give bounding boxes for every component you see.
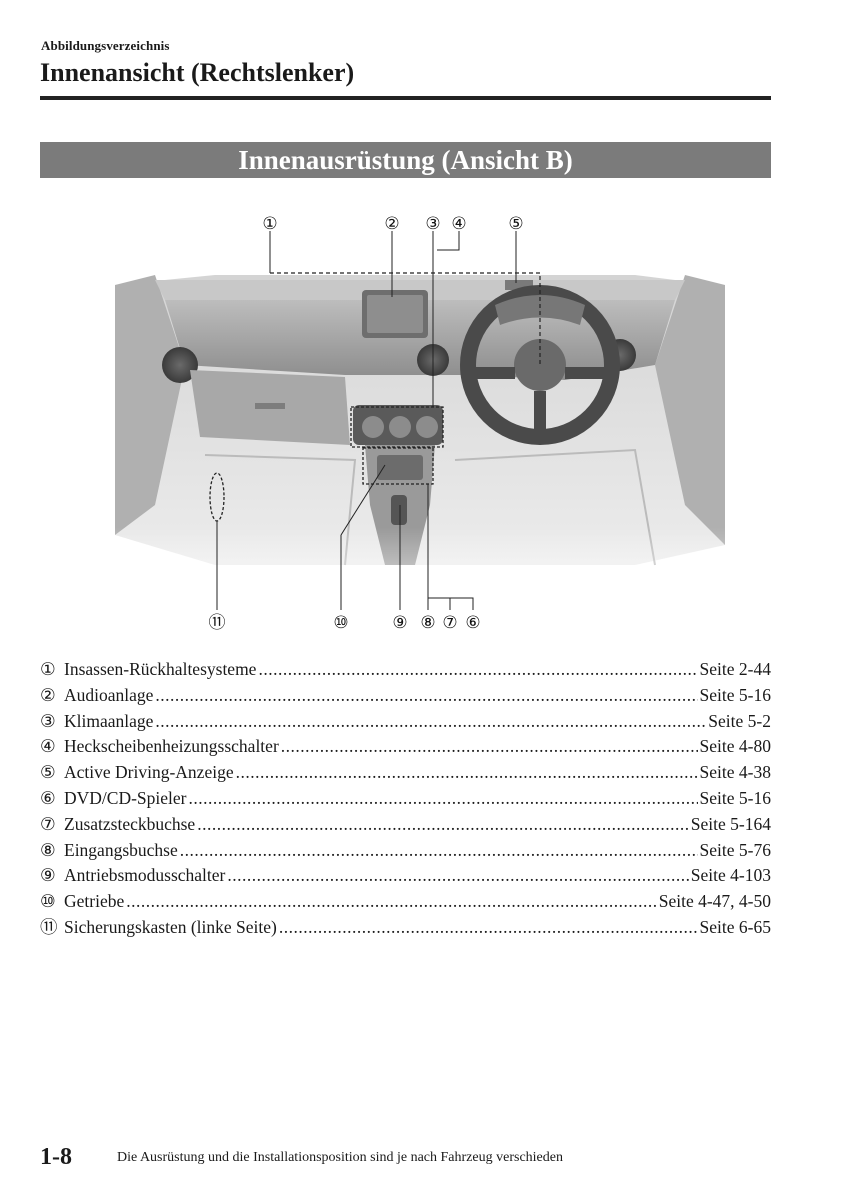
legend-page-ref: Seite 5-16 (699, 684, 771, 705)
legend-number: ② (40, 684, 56, 705)
leader-dots (188, 786, 697, 812)
legend-page-ref: Seite 5-16 (699, 787, 771, 808)
interior-figure: ① ② ③ ④ ⑤ ⑪ ⑩ ⑨ ⑧ ⑦ ⑥ (95, 205, 745, 635)
callout-10: ⑩ (333, 613, 348, 633)
legend-page-ref: Seite 5-76 (699, 839, 771, 860)
legend-number: ⑪ (40, 916, 58, 937)
legend-page-ref: Seite 4-103 (690, 865, 771, 886)
page-number: 1-8 (40, 1144, 72, 1170)
legend-label: Klimaanlage (64, 710, 154, 731)
legend-label: Sicherungskasten (linke Seite) (64, 916, 277, 937)
leader-dots (155, 709, 706, 735)
legend-number: ⑩ (40, 891, 56, 912)
legend-number: ⑧ (40, 839, 56, 860)
callout-11: ⑪ (209, 613, 226, 633)
leader-dots (126, 889, 656, 915)
legend-item: ⑩ Getriebe Seite 4-47, 4-50 (40, 889, 771, 915)
callout-7: ⑦ (442, 613, 457, 633)
legend-page-ref: Seite 5-164 (690, 813, 771, 834)
leader-dots (180, 838, 698, 864)
leader-dots (279, 915, 698, 941)
callout-4: ④ (451, 214, 466, 234)
legend-number: ⑦ (40, 813, 56, 834)
legend-label: Active Driving-Anzeige (64, 762, 234, 783)
legend-label: Getriebe (64, 891, 125, 912)
legend-label: Heckscheibenheizungsschalter (64, 736, 279, 757)
callout-8: ⑧ (420, 613, 435, 633)
section-banner: Innenausrüstung (Ansicht B) (40, 142, 771, 178)
legend-label: DVD/CD-Spieler (64, 787, 187, 808)
legend-label: Audioanlage (64, 684, 154, 705)
leader-dots (236, 760, 698, 786)
legend-label: Zusatzsteckbuchse (64, 813, 196, 834)
legend-label: Eingangsbuchse (64, 839, 178, 860)
leader-dots (258, 657, 697, 683)
legend-number: ④ (40, 736, 56, 757)
legend-number: ⑤ (40, 762, 56, 783)
leader-dots (197, 812, 689, 838)
callout-1: ① (262, 214, 277, 234)
legend-item: ⑨ Antriebsmodusschalter Seite 4-103 (40, 863, 771, 889)
legend-item: ① Insassen-Rückhaltesysteme Seite 2-44 (40, 657, 771, 683)
leader-dots (227, 863, 688, 889)
legend-label: Antriebsmodusschalter (64, 865, 226, 886)
dashboard-illustration: ① ② ③ ④ ⑤ ⑪ ⑩ ⑨ ⑧ ⑦ ⑥ (95, 205, 745, 635)
legend-number: ③ (40, 710, 56, 731)
page-title: Innenansicht (Rechtslenker) (40, 58, 355, 87)
legend-item: ⑧ Eingangsbuchse Seite 5-76 (40, 838, 771, 864)
legend-number: ⑨ (40, 865, 56, 886)
callout-2: ② (384, 214, 399, 234)
legend-item: ② Audioanlage Seite 5-16 (40, 683, 771, 709)
legend-item: ⑪ Sicherungskasten (linke Seite) Seite 6-6… (40, 915, 771, 941)
legend-number: ⑥ (40, 787, 56, 808)
legend-page-ref: Seite 4-47, 4-50 (658, 891, 771, 912)
title-rule (40, 96, 771, 100)
callout-5: ⑤ (508, 214, 523, 234)
legend-number: ① (40, 659, 56, 679)
legend-item: ③ Klimaanlage Seite 5-2 (40, 709, 771, 735)
legend-page-ref: Seite 6-65 (699, 916, 771, 937)
section-label: Abbildungsverzeichnis (41, 38, 170, 53)
legend-item: ⑤ Active Driving-Anzeige Seite 4-38 (40, 760, 771, 786)
leader-dots (155, 683, 697, 709)
callout-9: ⑨ (392, 613, 407, 633)
legend-list: ① Insassen-Rückhaltesysteme Seite 2-44 ② Au… (40, 657, 771, 941)
legend-page-ref: Seite 2-44 (699, 659, 771, 679)
legend-item: ⑦ Zusatzsteckbuchse Seite 5-164 (40, 812, 771, 838)
callout-3: ③ (425, 214, 440, 234)
callout-6: ⑥ (465, 613, 480, 633)
legend-label: Insassen-Rückhaltesysteme (64, 659, 257, 679)
legend-page-ref: Seite 5-2 (708, 710, 771, 731)
legend-item: ④ Heckscheibenheizungsschalter Seite 4-80 (40, 734, 771, 760)
legend-item: ⑥ DVD/CD-Spieler Seite 5-16 (40, 786, 771, 812)
legend-page-ref: Seite 4-80 (699, 736, 771, 757)
legend-page-ref: Seite 4-38 (699, 762, 771, 783)
footer-note: Die Ausrüstung und die Installationsposi… (117, 1150, 563, 1165)
leader-dots (281, 734, 698, 760)
